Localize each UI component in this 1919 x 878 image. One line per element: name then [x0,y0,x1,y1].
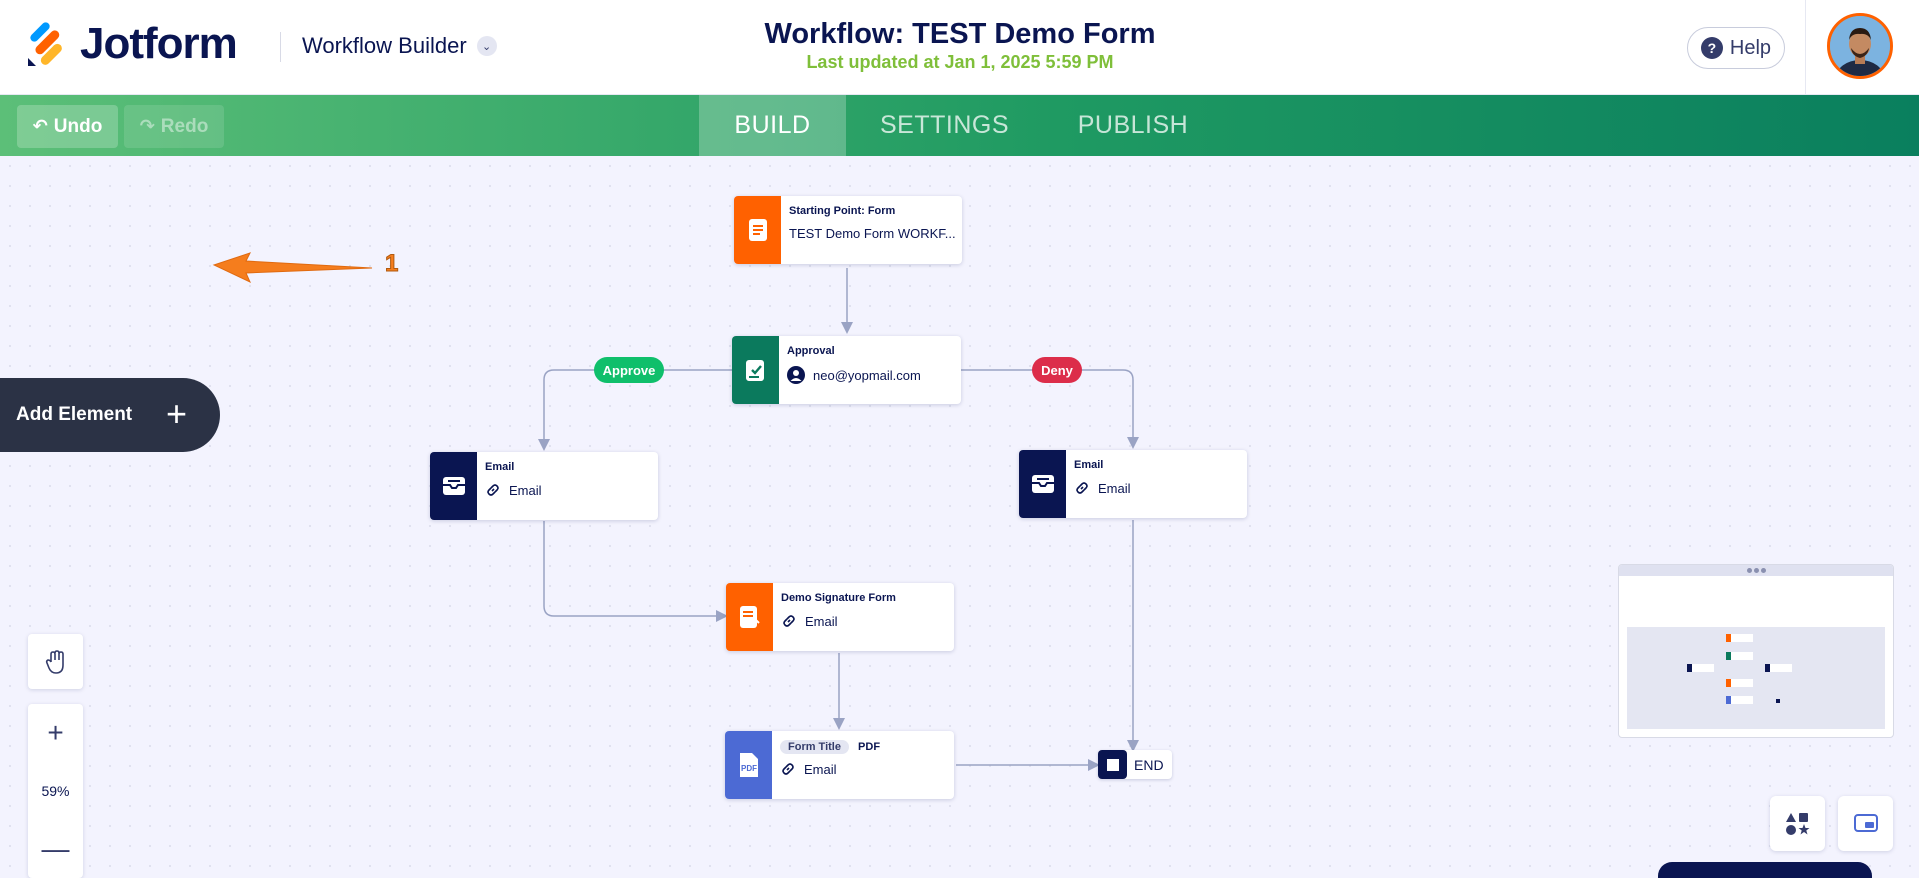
header-divider-right [1805,0,1806,95]
bottom-panel-tab[interactable] [1658,862,1872,878]
link-icon [780,761,796,777]
product-name: Workflow Builder [302,33,467,58]
minimap-node [1726,634,1753,642]
undo-button[interactable]: ↶ Undo [17,105,118,148]
node-email-approve[interactable]: Email Email [430,452,658,520]
form-title-chip: Form Title [780,740,849,754]
node-end[interactable]: END [1098,750,1172,779]
question-icon: ? [1700,37,1723,59]
node-subtitle-row: Email [780,761,880,777]
product-switcher[interactable]: Workflow Builder ⌄ [302,33,497,59]
node-subtitle: TEST Demo Form WORKF... [789,226,956,241]
help-label: Help [1729,36,1772,59]
end-icon [1098,750,1127,779]
node-approval[interactable]: Approval neo@yopmail.com [732,336,961,404]
approver-email: neo@yopmail.com [813,367,921,383]
tab-publish[interactable]: PUBLISH [1077,111,1189,139]
minimap-viewport[interactable] [1627,627,1885,729]
minimap[interactable] [1618,564,1894,738]
plus-icon: + [166,393,188,434]
connector-lines [212,252,1139,771]
app-header: Jotform Workflow Builder ⌄ Workflow: TES… [0,0,1919,95]
node-subtitle-row: Email [1074,480,1131,496]
pdf-icon: PDF [725,731,772,799]
svg-text:PDF: PDF [741,764,757,773]
node-signature-form[interactable]: Demo Signature Form Email [726,583,954,651]
avatar-portrait-icon [1830,16,1890,76]
minimap-node [1726,652,1753,660]
tab-settings[interactable]: SETTINGS [879,111,1009,139]
approve-branch-label[interactable]: Approve [594,357,664,383]
signature-form-icon [726,583,773,651]
minimap-node [1726,679,1753,687]
email-icon [430,452,477,520]
node-subtitle: Email [805,613,838,629]
minimap-end-node [1776,699,1780,703]
minimap-drag-handle[interactable] [1619,565,1893,576]
node-subtitle: Email [804,761,837,777]
logo-text: Jotform [80,19,238,68]
jotform-logo-icon [28,22,62,66]
node-title: Starting Point: Form [789,205,896,217]
deny-branch-label[interactable]: Deny [1032,357,1082,383]
builder-toolbar: ↶ Undo ↷ Redo BUILD SETTINGS PUBLISH [0,95,1919,156]
minimap-node [1765,664,1792,672]
pan-tool-button[interactable] [28,634,83,689]
workflow-title-block: Workflow: TEST Demo Form Last updated at… [660,18,1260,73]
node-title: Email [485,461,515,473]
redo-button[interactable]: ↷ Redo [124,105,224,148]
node-subtitle-row: Email [781,613,896,629]
minimap-icon [1853,813,1878,832]
link-icon [485,482,501,498]
node-title-row: Form Title PDF [780,740,880,754]
zoom-level: 59% [41,783,70,799]
node-pdf[interactable]: PDF Form Title PDF Email [725,731,954,799]
tab-build[interactable]: BUILD [699,95,846,156]
minimap-node [1687,664,1714,672]
minimap-toggle-button[interactable] [1838,796,1893,851]
elements-panel-button[interactable] [1770,796,1825,851]
redo-icon: ↷ [139,116,155,136]
end-label: END [1134,756,1164,773]
email-icon [1019,450,1066,518]
undo-icon: ↶ [32,116,48,136]
plus-icon: + [47,717,64,748]
zoom-out-button[interactable]: — [42,820,70,878]
form-icon [734,196,781,264]
user-avatar[interactable] [1827,13,1893,79]
zoom-in-button[interactable]: + [47,704,63,762]
add-element-button[interactable]: Add Element + [0,378,220,452]
node-subtitle-row: Email [485,482,542,498]
node-title: Demo Signature Form [781,592,896,604]
last-updated-text: Last updated at Jan 1, 2025 5:59 PM [806,52,1114,72]
workflow-canvas[interactable]: Add Element + 1 Starting Point: Form TES… [0,156,1919,878]
node-email-deny[interactable]: Email Email [1019,450,1247,518]
shapes-icon [1785,812,1809,835]
minimap-node [1726,696,1753,704]
node-title: PDF [858,741,881,753]
link-icon [1074,480,1090,496]
node-start-form[interactable]: Starting Point: Form TEST Demo Form WORK… [734,196,962,264]
zoom-controls: + 59% — [28,704,83,878]
annotation-arrow [212,252,373,284]
chevron-down-icon[interactable]: ⌄ [476,36,497,56]
annotation-number: 1 [384,250,399,278]
node-subtitle: Email [509,482,542,498]
link-icon [781,613,797,629]
workflow-title[interactable]: Workflow: TEST Demo Form [764,18,1156,50]
help-button[interactable]: ? Help [1687,27,1785,69]
node-title: Email [1074,459,1104,471]
approval-icon [732,336,779,404]
add-element-label: Add Element [16,404,133,425]
undo-label: Undo [53,115,103,137]
jotform-logo[interactable]: Jotform [26,19,238,68]
hand-icon [45,649,64,674]
node-subtitle-row: neo@yopmail.com [787,366,921,384]
node-subtitle: Email [1098,480,1131,496]
header-divider [280,32,281,62]
redo-label: Redo [160,115,209,137]
user-icon [787,366,805,384]
minus-icon: — [41,833,70,864]
node-title: Approval [787,345,835,357]
